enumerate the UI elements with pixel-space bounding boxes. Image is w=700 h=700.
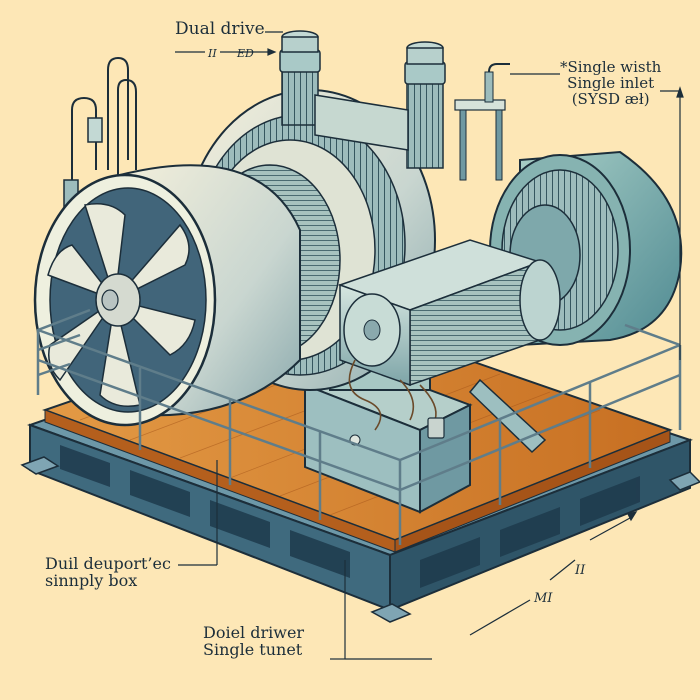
label-dual-drive-dimension: II — [208, 47, 217, 60]
label-supply-box: Duil deuport’ec sinnply box — [45, 554, 171, 590]
label-single-inlet-line2: Single inlet — [567, 73, 655, 92]
horizontal-electric-motor — [337, 239, 561, 439]
label-driver-tunnel-line2: Single tunet — [203, 639, 303, 659]
label-single-inlet-line1: *Single wisth — [560, 58, 662, 76]
label-dual-drive-sub: ED — [237, 47, 254, 60]
label-supply-box-line1: Duil deuport’ec — [45, 554, 171, 573]
dimension-mark-1: II — [575, 563, 586, 578]
label-supply-box-line2: sinnply box — [45, 570, 138, 590]
label-driver-tunnel-line1: Doiel driwer — [203, 623, 305, 642]
annotation-leaders — [175, 31, 684, 660]
label-dual-drive: Dual drive — [175, 19, 265, 39]
label-single-inlet-line3: (SYSD æł) — [571, 89, 650, 108]
guard-railings — [36, 308, 682, 545]
label-driver-tunnel: Doiel driwer Single tunet — [203, 623, 305, 659]
axial-fan-inlet — [33, 164, 301, 427]
dimension-mark-2: MI — [534, 591, 553, 606]
label-single-inlet: *Single wisth Single inlet (SYSD æł) — [560, 58, 662, 108]
twin-vertical-motors — [279, 30, 510, 181]
